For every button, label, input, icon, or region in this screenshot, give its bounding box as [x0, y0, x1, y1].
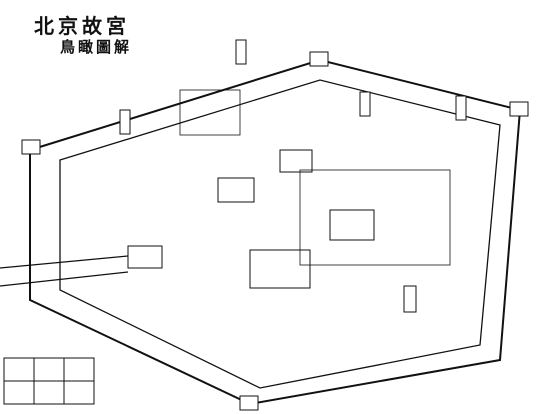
north-garden — [179, 89, 241, 136]
label-plate — [403, 285, 417, 313]
approach-road-2 — [0, 271, 129, 287]
west-gate — [127, 245, 163, 269]
approach-road — [0, 255, 129, 269]
map-subtitle: 鳥瞰圖解 — [60, 38, 133, 56]
map-title: 北京故宮 — [34, 14, 130, 38]
label-plate — [359, 91, 371, 117]
corner-tower-south — [239, 395, 259, 411]
inner-wall — [59, 79, 501, 389]
hall-central-4 — [329, 209, 375, 241]
corner-tower-north — [309, 51, 329, 67]
hall-central-2 — [279, 149, 313, 173]
label-plate — [119, 109, 131, 135]
label-plate — [455, 95, 467, 121]
hall-central-3 — [249, 249, 311, 289]
hall-central-1 — [217, 177, 255, 203]
corner-tower-west — [21, 139, 41, 155]
label-plate — [235, 39, 247, 65]
east-courtyards — [299, 169, 451, 266]
corner-tower-east — [509, 101, 529, 117]
